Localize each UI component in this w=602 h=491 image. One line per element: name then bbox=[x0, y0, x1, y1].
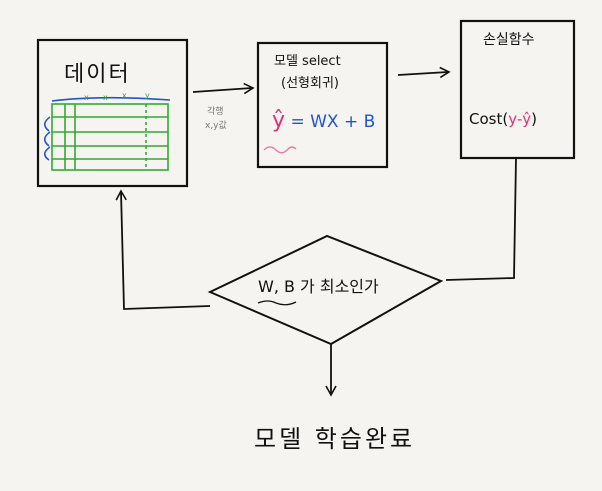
equation-yhat: ŷ bbox=[272, 108, 286, 133]
arrow-decision-to-data bbox=[115, 189, 211, 310]
row-brackets-sketch bbox=[43, 96, 171, 161]
svg-text:x: x bbox=[103, 93, 108, 102]
cost-y: y bbox=[508, 110, 517, 128]
cost-suffix: ) bbox=[531, 110, 537, 128]
model-box-subtitle: (선형회귀) bbox=[281, 76, 339, 91]
loss-box-title: 손실함수 bbox=[483, 32, 535, 48]
decision-underline bbox=[257, 300, 297, 306]
equation-rest: = WX + B bbox=[290, 112, 376, 132]
model-box bbox=[256, 41, 389, 169]
svg-text:y: y bbox=[145, 91, 150, 100]
column-marks-sketch: x x x y bbox=[84, 91, 150, 102]
cost-formula: Cost(y-ŷ) bbox=[469, 112, 537, 127]
arrow-note-line2: x,y값 bbox=[205, 121, 227, 131]
cost-yhat: ŷ bbox=[522, 110, 532, 128]
arrow-note-line1: 각행 bbox=[207, 107, 224, 117]
model-box-title: 모델 select bbox=[274, 54, 341, 69]
yhat-scribble bbox=[263, 146, 297, 154]
data-table-sketch bbox=[51, 103, 169, 171]
data-box-title: 데이터 bbox=[64, 62, 131, 87]
svg-text:x: x bbox=[122, 91, 127, 100]
cost-prefix: Cost( bbox=[469, 110, 509, 128]
result-text: 모델 학습완료 bbox=[254, 425, 416, 453]
loss-box bbox=[459, 19, 576, 160]
decision-diamond bbox=[207, 234, 444, 346]
svg-text:x: x bbox=[84, 93, 89, 102]
model-equation: ŷ = WX + B bbox=[272, 110, 375, 132]
arrow-data-to-model bbox=[192, 82, 255, 95]
cost-dash: - bbox=[516, 110, 523, 128]
data-box bbox=[36, 38, 189, 188]
arrow-model-to-loss bbox=[397, 66, 451, 79]
decision-text: W, B 가 최소인가 bbox=[258, 277, 379, 296]
line-loss-to-decision bbox=[445, 157, 517, 281]
